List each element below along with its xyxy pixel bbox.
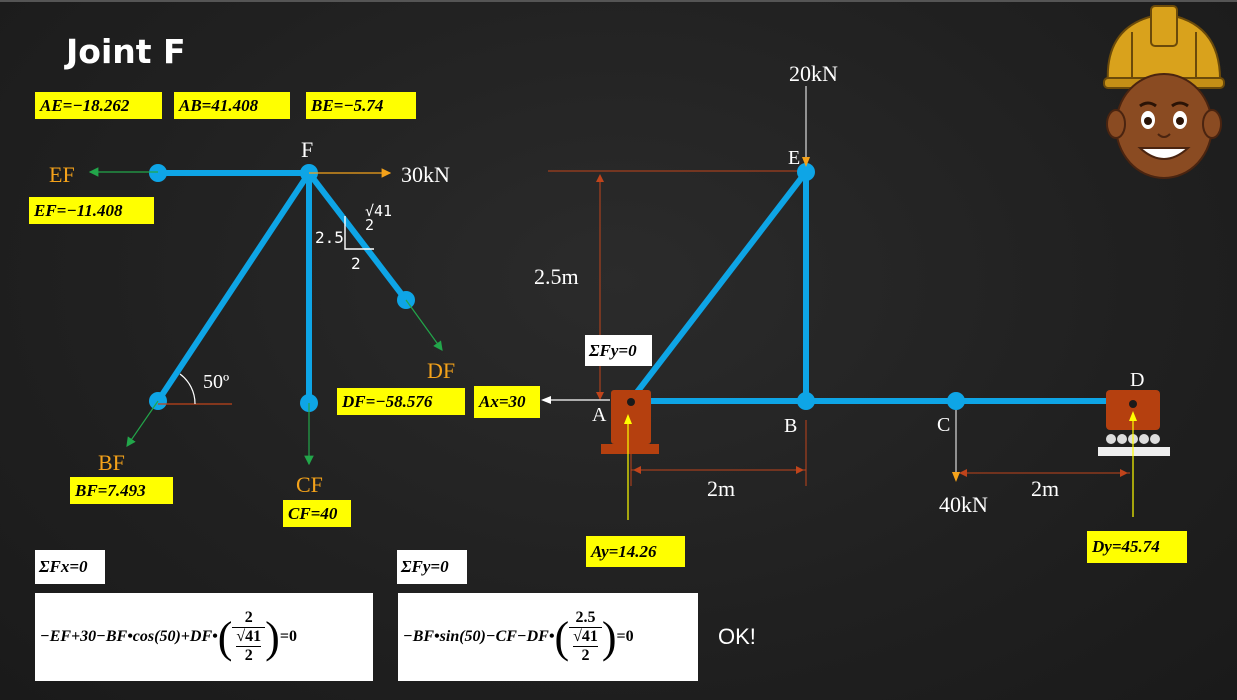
- ef-label: EF: [49, 162, 75, 187]
- member-df: [306, 171, 409, 302]
- angle-label: 50º: [203, 371, 230, 393]
- ae-force-box: AE=−18.262: [35, 92, 162, 119]
- slope-run-label: 2: [351, 254, 361, 273]
- bf-force-box: BF=7.493: [70, 477, 173, 504]
- support-a: [601, 390, 659, 454]
- member-bf: [155, 171, 312, 403]
- slope-triangle: [344, 216, 374, 250]
- equation-y-numerator: 2.5: [569, 609, 602, 628]
- equation-y-prefix: −BF•sin(50)−CF−DF•: [403, 628, 555, 645]
- node-d-label: D: [1130, 369, 1145, 391]
- equation-x-fraction: 2 √41 2: [232, 609, 266, 665]
- sum-fx-label: ΣFx=0: [35, 550, 105, 584]
- be-force-box: BE=−5.74: [306, 92, 416, 119]
- equation-x-denominator: √41 2: [232, 628, 265, 665]
- load-40kn-label: 40kN: [939, 492, 988, 517]
- equation-x-den-two: 2: [244, 647, 253, 664]
- span-cd-label: 2m: [1031, 476, 1060, 501]
- cf-force-box: CF=40: [283, 500, 351, 527]
- equation-x-numerator: 2: [232, 609, 266, 628]
- span-ab-label: 2m: [707, 476, 736, 501]
- joint-f-label: F: [301, 137, 314, 162]
- ef-force-box: EF=−11.408: [29, 197, 154, 224]
- node-b: [797, 392, 815, 410]
- ay-reaction-box: Ay=14.26: [586, 536, 685, 567]
- top-border: [0, 0, 1237, 2]
- cf-label: CF: [296, 472, 323, 497]
- page-title: Joint F: [66, 32, 186, 71]
- angle-arc: [179, 373, 196, 405]
- equation-y-den-root: √41: [573, 628, 598, 647]
- ab-force-box: AB=41.408: [174, 92, 290, 119]
- bf-arrow: [126, 400, 159, 447]
- df-force-box: DF=−58.576: [337, 388, 465, 415]
- equation-x-prefix: −EF+30−BF•cos(50)+DF•: [40, 628, 218, 645]
- df-label: DF: [427, 358, 456, 383]
- equation-x: −EF+30−BF•cos(50)+DF• ( 2 √41 2 ) =0: [35, 593, 373, 681]
- node-e: [797, 163, 815, 181]
- equation-y-fraction: 2.5 √41 2: [569, 609, 602, 665]
- node-a-label: A: [592, 404, 607, 426]
- equation-y-denominator: √41 2: [569, 628, 602, 665]
- equation-y-den-two: 2: [581, 647, 590, 664]
- load-20kn-label: 20kN: [789, 61, 838, 86]
- slope-hyp-label: √41 2: [365, 202, 393, 234]
- bf-label: BF: [98, 450, 125, 475]
- joint-f-fbd: [88, 164, 443, 466]
- node-ef-end: [149, 164, 167, 182]
- node-c-label: C: [937, 414, 951, 436]
- node-c: [947, 392, 965, 410]
- slope-rise-label: 2.5: [315, 228, 344, 247]
- equation-x-suffix: =0: [279, 628, 297, 645]
- member-ae: [628, 170, 809, 402]
- truss-structure: [541, 86, 1170, 520]
- sum-fy-note: ΣFy=0: [585, 335, 652, 366]
- equation-y: −BF•sin(50)−CF−DF• ( 2.5 √41 2 ) =0: [398, 593, 698, 681]
- support-d: [1098, 390, 1170, 456]
- node-e-label: E: [788, 147, 801, 169]
- equation-y-suffix: =0: [616, 628, 634, 645]
- height-dim-label: 2.5m: [534, 264, 579, 289]
- sum-fy-label: ΣFy=0: [397, 550, 467, 584]
- node-b-label: B: [784, 415, 798, 437]
- df-arrow: [405, 299, 443, 351]
- ax-reaction-box: Ax=30: [474, 386, 540, 418]
- load-30kn-label: 30kN: [401, 162, 450, 187]
- dy-reaction-box: Dy=45.74: [1087, 531, 1187, 563]
- equation-x-den-root: √41: [236, 628, 262, 647]
- engineer-avatar-icon: [1103, 5, 1225, 179]
- status-ok: OK!: [718, 624, 756, 649]
